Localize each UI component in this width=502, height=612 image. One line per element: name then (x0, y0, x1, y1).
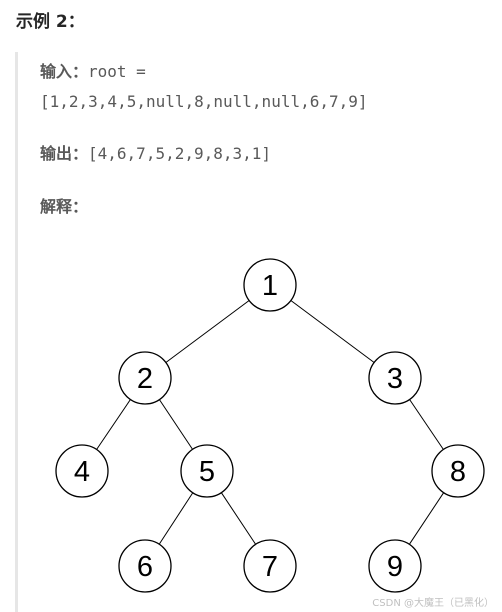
watermark: CSDN @大魔王（已黑化） (372, 598, 494, 609)
input-value-line1: root = (88, 62, 146, 81)
quote-bar (15, 52, 18, 612)
tree-edge (220, 492, 257, 545)
tree-node-label: 7 (262, 551, 278, 583)
tree-node: 9 (368, 539, 422, 593)
tree-node-circle (431, 444, 485, 498)
tree-node-circle (243, 539, 297, 593)
tree-node: 1 (243, 258, 297, 312)
tree-node: 3 (368, 351, 422, 405)
input-row: 输入：root = (40, 60, 146, 84)
tree-edge (290, 300, 375, 363)
tree-edge (96, 399, 131, 450)
tree-node-circle (55, 444, 109, 498)
tree-node-label: 3 (387, 363, 403, 395)
tree-node-label: 1 (262, 270, 278, 302)
tree-node-circle (243, 258, 297, 312)
tree-edge (159, 399, 193, 450)
output-row: 输出：[4,6,7,5,2,9,8,3,1] (40, 142, 271, 166)
input-value-row2: [1,2,3,4,5,null,8,null,null,6,7,9] (40, 90, 368, 114)
tree-node-label: 4 (74, 456, 90, 488)
tree-node-label: 8 (450, 456, 466, 488)
tree-node-circle (180, 444, 234, 498)
tree-node-circle (368, 351, 422, 405)
tree-edges (96, 300, 445, 545)
tree-node-label: 5 (199, 456, 215, 488)
tree-edge (165, 300, 250, 363)
tree-node: 7 (243, 539, 297, 593)
tree-node-circle (368, 539, 422, 593)
tree-node: 5 (180, 444, 234, 498)
tree-nodes: 1 2 3 4 5 8 6 7 9 (55, 258, 485, 593)
tree-edge (409, 399, 444, 450)
output-label: 输出： (40, 144, 89, 163)
example-heading: 示例 2： (16, 12, 85, 32)
tree-node: 6 (118, 539, 172, 593)
output-value: [4,6,7,5,2,9,8,3,1] (88, 144, 272, 163)
tree-node: 2 (118, 351, 172, 405)
tree-node-circle (118, 351, 172, 405)
tree-node-label: 9 (387, 551, 403, 583)
tree-node: 4 (55, 444, 109, 498)
tree-node-label: 6 (137, 551, 153, 583)
input-label: 输入： (40, 62, 89, 81)
tree-edge (158, 492, 194, 545)
explanation-label: 解释： (40, 197, 89, 216)
tree-node: 8 (431, 444, 485, 498)
tree-node-label: 2 (137, 363, 153, 395)
input-value-line2: [1,2,3,4,5,null,8,null,null,6,7,9] (40, 92, 368, 111)
tree-edge (408, 492, 445, 545)
tree-node-circle (118, 539, 172, 593)
explanation-row: 解释： (40, 195, 88, 219)
